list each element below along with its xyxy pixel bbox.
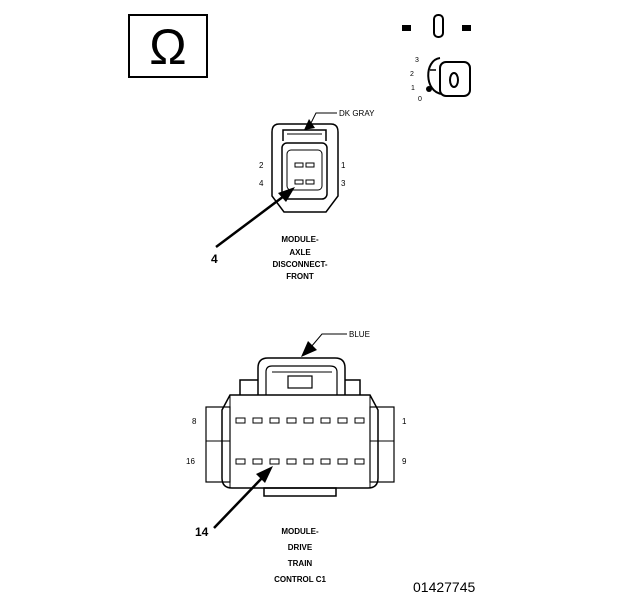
- leader-arrowhead: [301, 341, 317, 357]
- ohmmeter-symbol: Ω: [128, 14, 208, 78]
- terminal: [303, 417, 314, 424]
- terminal: [252, 417, 263, 424]
- callout-arrowhead: [256, 466, 273, 483]
- terminal: [294, 179, 304, 185]
- connector-latch: [257, 357, 346, 395]
- terminal: [303, 458, 314, 465]
- connector-housing: [271, 123, 339, 213]
- wire-color-leader: [310, 333, 347, 348]
- caption-line-2: DRIVE: [288, 543, 313, 552]
- wire-color-label: BLUE: [349, 330, 370, 339]
- terminal: [305, 162, 315, 168]
- connector-axle-disconnect: DK GRAY 2 1 4 3 4 MODULE- AXLE DISCONNEC…: [211, 109, 375, 281]
- ignition-pos-2: 2: [410, 71, 414, 78]
- caption-line-4: CONTROL C1: [274, 575, 326, 584]
- callout-arrow: [215, 195, 285, 248]
- callout-arrowhead: [278, 187, 295, 202]
- terminal: [269, 417, 280, 424]
- wire-color-label: DK GRAY: [339, 109, 375, 118]
- connector-housing: [221, 394, 379, 489]
- terminal: [294, 162, 304, 168]
- pin-label-4: 4: [259, 179, 264, 188]
- pin-label-16: 16: [186, 457, 195, 466]
- pin-label-2: 2: [259, 161, 264, 170]
- document-id: 01427745: [413, 579, 476, 595]
- terminal: [354, 458, 365, 465]
- connector-key: [263, 487, 337, 497]
- terminal: [354, 417, 365, 424]
- callout-pin-number: 14: [195, 525, 209, 539]
- connector-side-ear: [345, 379, 361, 395]
- terminal: [235, 458, 246, 465]
- callout-pin-number: 4: [211, 252, 218, 266]
- pin-label-1: 1: [402, 417, 407, 426]
- connector-face: [281, 142, 328, 200]
- terminal: [337, 458, 348, 465]
- terminal: [337, 417, 348, 424]
- terminal: [320, 417, 331, 424]
- ignition-slot-mark: [433, 14, 444, 38]
- caption-line-1: MODULE-: [281, 527, 319, 536]
- terminal: [235, 417, 246, 424]
- caption-line-1: MODULE-: [281, 235, 319, 244]
- wire-color-leader: [308, 112, 337, 128]
- ignition-key-icon: [426, 57, 471, 97]
- caption-line-3: TRAIN: [288, 559, 313, 568]
- pin-label-9: 9: [402, 457, 407, 466]
- terminal: [286, 417, 297, 424]
- caption-line-4: FRONT: [286, 272, 314, 281]
- pin-label-1: 1: [341, 161, 346, 170]
- ignition-off-mark-left: [402, 25, 411, 31]
- connector-drivetrain-control: BLUE: [186, 330, 407, 584]
- ignition-pos-1: 1: [411, 85, 415, 92]
- callout-arrow: [213, 477, 263, 529]
- connector-side-ear: [239, 379, 258, 395]
- ignition-switch-symbol: 3 2 1 0: [402, 14, 471, 103]
- caption-line-2: AXLE: [289, 248, 311, 257]
- ohm-icon: Ω: [149, 19, 186, 75]
- terminal: [305, 179, 315, 185]
- terminal-row-top: [235, 417, 365, 424]
- ignition-off-mark-right: [462, 25, 471, 31]
- ignition-pos-3: 3: [415, 57, 419, 64]
- pin-label-8: 8: [192, 417, 197, 426]
- caption-line-3: DISCONNECT-: [272, 260, 327, 269]
- terminal: [269, 458, 280, 465]
- terminal: [286, 458, 297, 465]
- terminal: [320, 458, 331, 465]
- pin-label-3: 3: [341, 179, 346, 188]
- terminal-row-bottom: [235, 458, 365, 465]
- terminal: [252, 458, 263, 465]
- connector-latch: [282, 129, 327, 141]
- ignition-pos-0: 0: [418, 96, 422, 103]
